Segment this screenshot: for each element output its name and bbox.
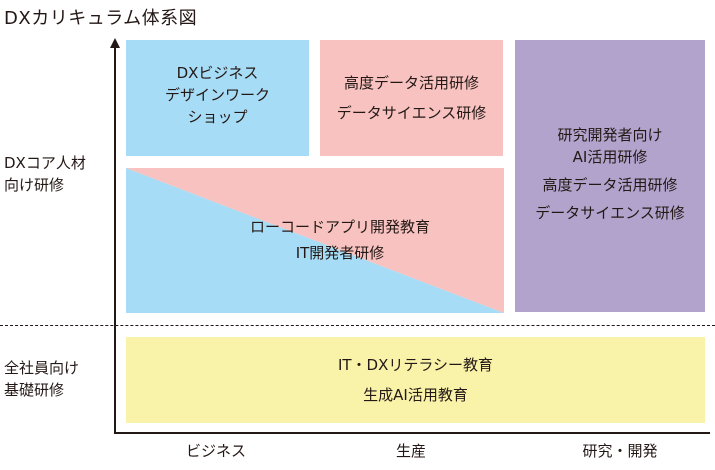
box-design-line1: DXビジネス [176, 64, 259, 82]
x-axis [114, 432, 710, 434]
y-label-all-line1: 全社員向け [4, 359, 80, 377]
y-label-all: 全社員向け 基礎研修 [4, 357, 108, 401]
y-label-all-line2: 基礎研修 [4, 381, 65, 399]
box-data-production: 高度データ活用研修 データサイエンス研修 [320, 40, 503, 156]
lowcode-split-block [126, 168, 504, 313]
box-rnd-line4: データサイエンス研修 [535, 204, 685, 222]
box-design-workshop: DXビジネス デザインワーク ショップ [126, 40, 309, 156]
lowcode-line1: ローコードアプリ開発教育 [249, 218, 430, 236]
box-basic-line2: 生成AI活用教育 [363, 386, 468, 404]
box-data-prod-line2: データサイエンス研修 [336, 104, 487, 122]
x-label-production: 生産 [395, 442, 426, 460]
y-axis-arrow-icon [110, 38, 120, 48]
y-axis [114, 46, 116, 433]
box-data-prod-line1: 高度データ活用研修 [343, 74, 479, 92]
y-label-core: DXコア人材 向け研修 [4, 152, 108, 196]
x-label-business: ビジネス [185, 442, 246, 460]
box-design-line3: ショップ [187, 108, 248, 126]
triangle-production [126, 168, 504, 313]
box-rnd-training: 研究開発者向け AI活用研修 高度データ活用研修 データサイエンス研修 [515, 40, 705, 312]
box-rnd-line2: AI活用研修 [572, 148, 648, 166]
lowcode-label: ローコードアプリ開発教育 IT開発者研修 [220, 214, 460, 266]
box-design-line2: デザインワーク [164, 86, 270, 104]
diagram-title: DXカリキュラム体系図 [4, 8, 198, 29]
box-rnd-line3: 高度データ活用研修 [542, 176, 678, 194]
box-rnd-line1: 研究開発者向け [557, 126, 663, 144]
lowcode-line2: IT開発者研修 [295, 244, 385, 262]
x-label-rnd: 研究・開発 [582, 442, 658, 460]
y-label-core-line2: 向け研修 [4, 176, 65, 194]
y-label-core-line1: DXコア人材 [4, 154, 86, 172]
dashed-divider [0, 325, 715, 326]
box-basic-training: IT・DXリテラシー教育 生成AI活用教育 [126, 337, 705, 423]
box-basic-line1: IT・DXリテラシー教育 [337, 356, 494, 374]
